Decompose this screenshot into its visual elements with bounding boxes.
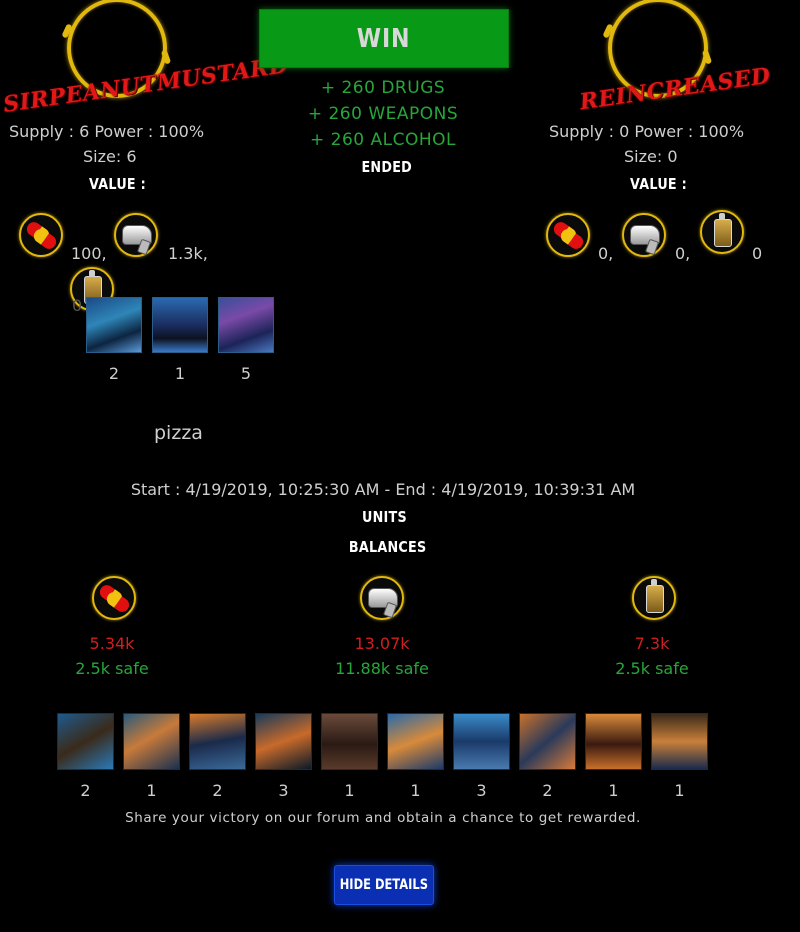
weapons-safe: 11.88k safe [335, 659, 429, 678]
weapons-icon [360, 576, 404, 620]
building-count: 2 [80, 781, 91, 800]
right-player-avatar [608, 0, 708, 98]
right-drugs-value: 0, [598, 244, 614, 263]
building-5-image [321, 713, 378, 770]
alcohol-safe: 2.5k safe [615, 659, 689, 678]
win-banner: WIN [259, 9, 509, 68]
unit-count: 5 [240, 364, 252, 383]
building-6-image [387, 713, 444, 770]
reward-drugs: + 260 DRUGS [320, 78, 446, 98]
building-7-image [453, 713, 510, 770]
left-player-avatar [67, 0, 167, 98]
left-drugs-value: 100, [71, 244, 107, 263]
building-8-image [519, 713, 576, 770]
drugs-icon [546, 213, 590, 257]
building-count: 2 [212, 781, 223, 800]
alcohol-icon [632, 576, 676, 620]
drugs-icon [92, 576, 136, 620]
left-value-label: VALUE : [89, 175, 146, 193]
hide-details-label: HIDE DETAILS [339, 877, 429, 893]
result-title: WIN [357, 23, 411, 54]
building-1-image [57, 713, 114, 770]
building-count: 1 [608, 781, 619, 800]
unit-hooded-thug-portrait [218, 297, 274, 353]
building-2-image [123, 713, 180, 770]
building-count: 1 [410, 781, 421, 800]
right-value-label: VALUE : [630, 175, 687, 193]
balances-label: BALANCES [348, 538, 427, 556]
building-9-image [585, 713, 642, 770]
alcohol-balance: 7.3k [634, 634, 670, 653]
right-size: Size: 0 [624, 147, 678, 166]
building-count: 1 [146, 781, 157, 800]
left-size: Size: 6 [83, 147, 137, 166]
unit-count: 2 [108, 364, 120, 383]
drugs-safe: 2.5k safe [75, 659, 149, 678]
weapons-balance: 13.07k [354, 634, 410, 653]
right-alcohol-value: 0 [752, 244, 763, 263]
building-4-image [255, 713, 312, 770]
right-weapons-value: 0, [675, 244, 691, 263]
unit-count: 1 [174, 364, 186, 383]
drugs-balance: 5.34k [89, 634, 135, 653]
left-supply-power: Supply : 6 Power : 100% [9, 122, 205, 141]
reward-alcohol: + 260 ALCOHOL [310, 130, 456, 150]
building-10-image [651, 713, 708, 770]
weapons-icon [622, 213, 666, 257]
building-count: 2 [542, 781, 553, 800]
result-status: ENDED [361, 158, 412, 176]
right-supply-power: Supply : 0 Power : 100% [549, 122, 745, 141]
alcohol-icon [700, 210, 744, 254]
building-count: 1 [344, 781, 355, 800]
units-label: UNITS [361, 508, 407, 526]
share-message: Share your victory on our forum and obta… [125, 810, 641, 826]
building-count: 1 [674, 781, 685, 800]
left-alcohol-value: 0 [72, 296, 83, 315]
unit-henchwoman-portrait [86, 297, 142, 353]
left-weapons-value: 1.3k, [168, 244, 208, 263]
weapons-icon [114, 213, 158, 257]
unit-suited-mobster-portrait [152, 297, 208, 353]
building-3-image [189, 713, 246, 770]
hide-details-button[interactable]: HIDE DETAILS [334, 865, 434, 905]
left-player-label: pizza [154, 422, 203, 444]
reward-weapons: + 260 WEAPONS [307, 104, 459, 124]
battle-timeline: Start : 4/19/2019, 10:25:30 AM - End : 4… [130, 480, 636, 499]
building-count: 3 [278, 781, 289, 800]
drugs-icon [19, 213, 63, 257]
building-count: 3 [476, 781, 487, 800]
